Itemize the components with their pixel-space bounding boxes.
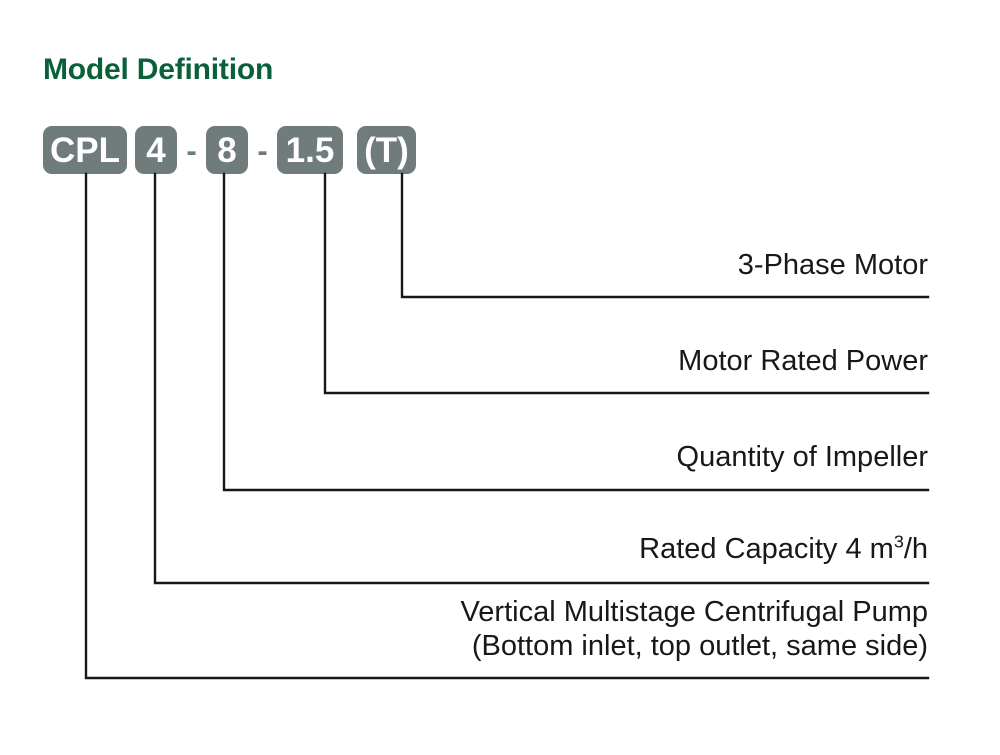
description-quantity-of-impeller: Quantity of Impeller xyxy=(676,441,928,473)
code-badge-power[interactable]: 1.5 xyxy=(277,126,343,174)
code-badge-stages[interactable]: 8 xyxy=(206,126,248,174)
code-badge-phase[interactable]: (T) xyxy=(357,126,416,174)
code-badge-series[interactable]: CPL xyxy=(43,126,127,174)
model-code-row: CPL 4 - 8 - 1.5 (T) xyxy=(43,126,416,174)
description-motor-rated-power: Motor Rated Power xyxy=(678,345,928,377)
description-3-phase-motor: 3-Phase Motor xyxy=(737,249,928,281)
rated-capacity-text: Rated Capacity 4 m xyxy=(639,533,894,565)
code-separator-1: - xyxy=(186,132,197,168)
code-badge-capacity[interactable]: 4 xyxy=(135,126,177,174)
code-spacer xyxy=(127,126,135,174)
page-title: Model Definition xyxy=(43,53,274,86)
pump-type-line-1: Vertical Multistage Centrifugal Pump xyxy=(460,596,928,628)
leader-capacity xyxy=(153,172,930,585)
description-pump-type: Vertical Multistage Centrifugal Pump(Bot… xyxy=(461,595,928,663)
rated-capacity-superscript: 3 xyxy=(893,531,904,552)
code-separator-2: - xyxy=(257,132,268,168)
description-rated-capacity: Rated Capacity 4 m3/h xyxy=(639,532,928,566)
code-spacer xyxy=(343,126,357,174)
rated-capacity-unit: /h xyxy=(903,533,928,565)
pump-type-line-2: (Bottom inlet, top outlet, same side) xyxy=(471,630,928,662)
